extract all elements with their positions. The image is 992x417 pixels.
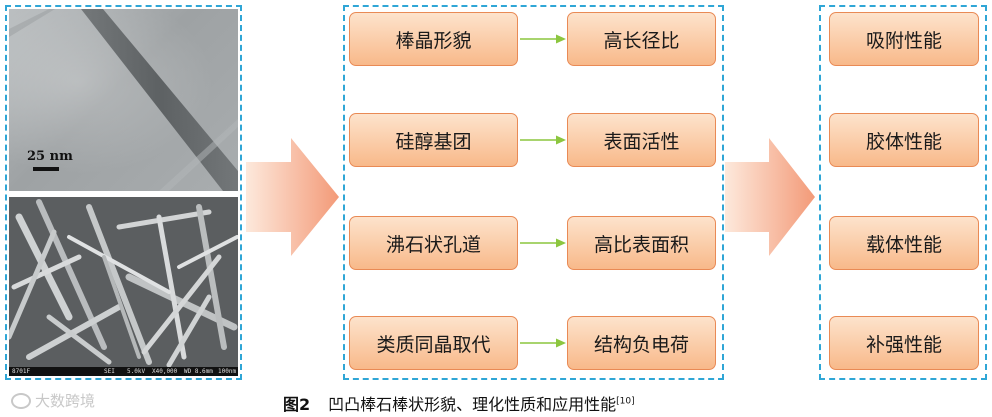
- right-arrow-icon: [520, 34, 566, 44]
- application-box: 吸附性能: [829, 12, 979, 66]
- right-arrow-icon: [520, 338, 566, 348]
- property-panel: [343, 5, 724, 380]
- tem-image: 25 nm: [9, 9, 238, 191]
- sem-detector: 8701F: [12, 368, 31, 375]
- caption-text: 凹凸棒石棒状形貌、理化性质和应用性能: [328, 395, 617, 414]
- sem-voltage: 5.0kV: [127, 368, 146, 375]
- scale-bar: [33, 167, 59, 171]
- sem-magnification: X40,000: [152, 368, 178, 375]
- application-box: 载体性能: [829, 216, 979, 270]
- sem-image: 8701F SEI 5.0kV X40,000 WD 8.6mm 100nm: [9, 197, 238, 376]
- watermark-logo-icon: [11, 392, 31, 409]
- flow-arrow-icon: [725, 138, 815, 256]
- property-box: 表面活性: [567, 113, 716, 167]
- property-box: 结构负电荷: [567, 316, 716, 370]
- figure-number: 图2: [283, 395, 311, 414]
- flow-arrow-icon: [246, 138, 339, 256]
- right-arrow-icon: [520, 135, 566, 145]
- application-panel: [819, 5, 987, 380]
- sem-wd: WD 8.6mm: [184, 368, 213, 375]
- sem-mode: SEI: [104, 368, 115, 375]
- application-box: 补强性能: [829, 316, 979, 370]
- micrograph-panel: 25 nm 8701: [5, 5, 242, 380]
- watermark: 大数跨境: [11, 390, 95, 411]
- structure-feature-box: 类质同晶取代: [349, 316, 518, 370]
- scale-label: 25 nm: [27, 149, 73, 164]
- property-box: 高长径比: [567, 12, 716, 66]
- sem-info-bar: 8701F SEI 5.0kV X40,000 WD 8.6mm 100nm: [9, 367, 238, 376]
- right-arrow-icon: [520, 238, 566, 248]
- sem-scale: 100nm: [218, 368, 237, 375]
- property-box: 高比表面积: [567, 216, 716, 270]
- application-box: 胶体性能: [829, 113, 979, 167]
- structure-feature-box: 沸石状孔道: [349, 216, 518, 270]
- structure-feature-box: 棒晶形貌: [349, 12, 518, 66]
- structure-feature-box: 硅醇基团: [349, 113, 518, 167]
- watermark-text: 大数跨境: [35, 392, 96, 410]
- figure-caption: 图2 凹凸棒石棒状形貌、理化性质和应用性能[10]: [283, 391, 635, 415]
- caption-reference: [10]: [616, 396, 635, 407]
